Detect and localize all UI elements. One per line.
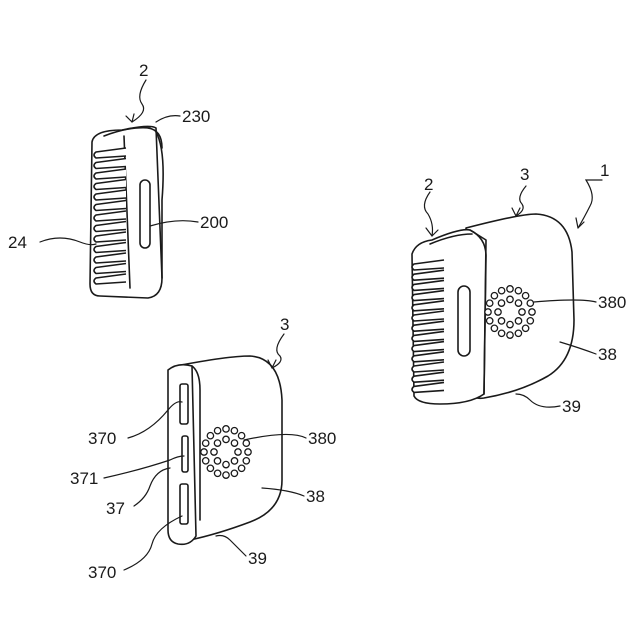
label-2-right: 2 <box>424 175 433 194</box>
label-38-bottom: 38 <box>306 487 325 506</box>
cover-bottom <box>168 356 282 544</box>
vent-hole <box>214 428 220 434</box>
vent-hole <box>507 296 513 302</box>
label-380-bottom: 380 <box>308 429 336 448</box>
vent-hole <box>515 300 521 306</box>
label-3-right: 3 <box>520 165 529 184</box>
label-380-right: 380 <box>598 293 626 312</box>
vent-hole <box>527 300 533 306</box>
vent-hole <box>487 300 493 306</box>
label-37: 37 <box>106 499 125 518</box>
vent-hole <box>223 436 229 442</box>
vent-hole <box>515 330 521 336</box>
vent-hole <box>507 332 513 338</box>
vent-hole <box>235 449 241 455</box>
vent-hole <box>207 433 213 439</box>
vent-hole <box>238 433 244 439</box>
label-370-upper: 370 <box>88 429 116 448</box>
vent-hole <box>522 293 528 299</box>
vent-hole <box>207 465 213 471</box>
vent-hole <box>223 461 229 467</box>
label-2-top: 2 <box>139 61 148 80</box>
vent-hole <box>231 440 237 446</box>
assembled-device-right <box>412 214 574 404</box>
vent-hole <box>231 428 237 434</box>
vent-hole <box>507 321 513 327</box>
vent-hole <box>231 458 237 464</box>
vent-hole <box>498 300 504 306</box>
vent-hole <box>214 470 220 476</box>
label-39-bottom: 39 <box>248 549 267 568</box>
comb-attachment-top <box>90 126 163 298</box>
vent-hole <box>245 449 251 455</box>
vent-hole <box>522 325 528 331</box>
vent-hole <box>223 472 229 478</box>
vent-hole <box>527 318 533 324</box>
vent-hole <box>203 440 209 446</box>
vent-hole <box>498 318 504 324</box>
label-371: 371 <box>70 469 98 488</box>
vent-hole <box>243 458 249 464</box>
label-230: 230 <box>182 107 210 126</box>
vent-hole <box>214 440 220 446</box>
vent-hole <box>203 458 209 464</box>
vent-hole <box>231 470 237 476</box>
vent-hole <box>491 325 497 331</box>
vent-hole <box>495 309 501 315</box>
vent-hole <box>211 449 217 455</box>
vent-hole <box>515 318 521 324</box>
vent-hole <box>223 426 229 432</box>
vent-hole <box>515 288 521 294</box>
label-39-right: 39 <box>562 397 581 416</box>
vent-hole <box>507 286 513 292</box>
label-24: 24 <box>8 233 27 252</box>
vent-hole <box>498 330 504 336</box>
label-38-right: 38 <box>598 345 617 364</box>
vent-hole <box>487 318 493 324</box>
vent-hole <box>243 440 249 446</box>
vent-hole <box>498 288 504 294</box>
vent-hole <box>529 309 535 315</box>
label-370-lower: 370 <box>88 563 116 582</box>
label-200: 200 <box>200 213 228 232</box>
label-3-bottom: 3 <box>280 315 289 334</box>
label-1: 1 <box>600 161 609 180</box>
vent-hole <box>519 309 525 315</box>
vent-hole <box>238 465 244 471</box>
vent-hole <box>201 449 207 455</box>
vent-hole <box>485 309 491 315</box>
vent-hole <box>491 293 497 299</box>
vent-hole <box>214 458 220 464</box>
